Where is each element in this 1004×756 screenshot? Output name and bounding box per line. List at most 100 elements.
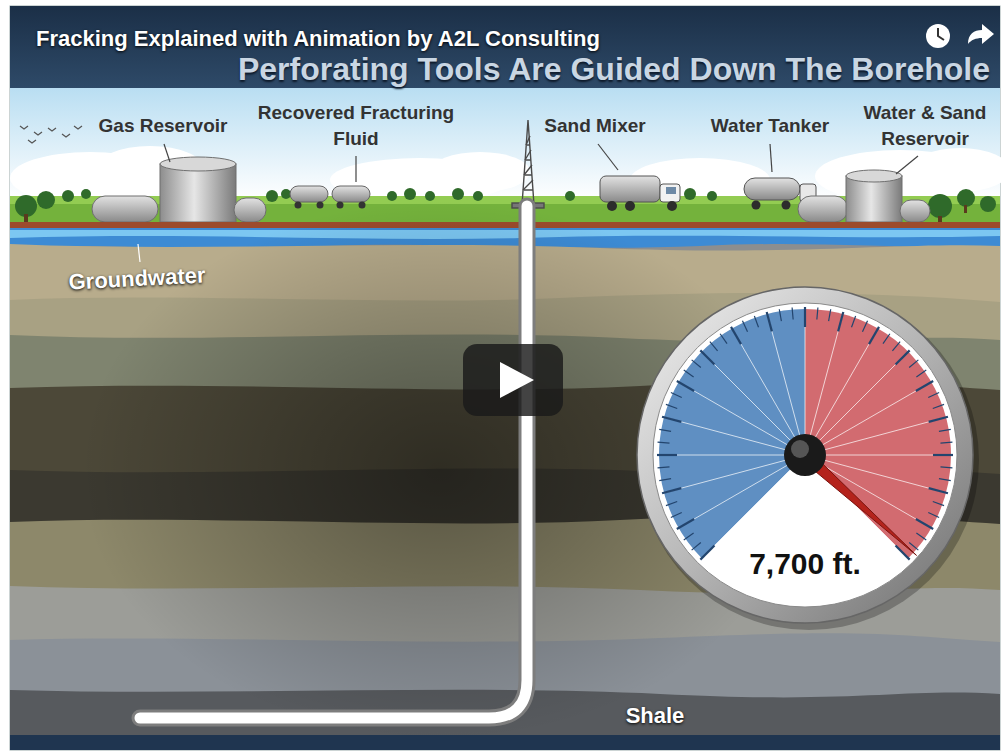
depth-gauge [637, 287, 979, 630]
gauge-tick [929, 488, 948, 493]
gauge-tick [720, 334, 727, 344]
gas-reservoir-tanks-part [234, 198, 266, 222]
leader-lines-part [138, 244, 140, 262]
gauge-spoke [805, 455, 951, 456]
gauge-tick [939, 479, 951, 481]
part-label: Water Tanker [690, 114, 850, 137]
gas-reservoir-tanks [92, 157, 266, 222]
gauge-tick [792, 308, 793, 320]
gauge-hub [784, 434, 826, 476]
gauge-tick [929, 417, 948, 422]
sand-mixer-truck-part [625, 201, 635, 211]
gauge-tick [658, 467, 670, 468]
gauge-tick [869, 327, 879, 344]
gauge-tick [742, 321, 747, 332]
fluid-trailers-part [290, 186, 328, 202]
water-sand-tanks-part [900, 200, 930, 222]
gauge-tick [916, 533, 926, 540]
gauge-tick [684, 370, 694, 377]
gauge-tick [684, 533, 694, 540]
birds-part [74, 126, 82, 129]
clouds-part [430, 152, 530, 192]
fluid-trailers-part [332, 186, 370, 202]
trees-part [266, 190, 278, 202]
gauge-spoke [805, 329, 878, 455]
trees-part [81, 189, 91, 199]
gauge-spoke [702, 352, 805, 455]
gauge-tick [692, 542, 701, 550]
fluid-trailers-part [295, 202, 302, 209]
gauge-tick [829, 309, 831, 321]
fluid-trailers [290, 186, 370, 209]
gauge-spoke [664, 455, 805, 493]
sand-mixer-truck [600, 176, 680, 211]
play-button-part [463, 344, 563, 416]
trees-part [425, 191, 435, 201]
water-tanker-truck-part [744, 178, 800, 200]
trees-part [387, 191, 397, 201]
gauge-tick [692, 360, 701, 368]
leader-lines-part [770, 144, 772, 172]
drilling-derrick [512, 120, 544, 208]
gauge-tick [710, 342, 718, 351]
water-tanker-truck-part [782, 201, 791, 210]
gauge-tick [940, 442, 952, 443]
gauge-tick [700, 546, 714, 560]
drilling-derrick-part [523, 136, 533, 190]
gauge-tick [804, 307, 806, 327]
birds-part [48, 128, 56, 131]
gauge-ticks [657, 307, 953, 560]
gauge-tick [916, 519, 933, 529]
water-sand-tanks-part [846, 170, 902, 182]
gas-reservoir-tanks-part [92, 196, 158, 222]
birds-part [62, 134, 70, 137]
clouds-part [910, 148, 1004, 192]
gauge-tick [883, 334, 890, 344]
heading-bar [10, 6, 1000, 88]
gauge-tick [916, 370, 926, 377]
gauge-spoke [805, 314, 843, 455]
sand-mixer-truck-part [660, 184, 680, 202]
gauge-tick [659, 429, 671, 431]
gauge-tick [671, 512, 682, 517]
gauge-tick [662, 417, 681, 422]
gauge-tick [933, 404, 944, 408]
drilling-derrick-part [524, 145, 533, 190]
gauge-spoke [679, 382, 805, 455]
gauge-tick [852, 316, 856, 327]
part-label: Water & Sand Reservoir [852, 100, 998, 152]
birds-part [28, 140, 36, 143]
gas-reservoir-tanks-part [160, 164, 236, 222]
part-label: Recovered Fracturing Fluid [256, 100, 456, 152]
gauge-tick [666, 404, 677, 408]
gauge-tick [671, 392, 682, 397]
water-sand-tanks [798, 170, 930, 222]
gauge-tick [658, 442, 670, 443]
play-button-part [500, 362, 534, 398]
trees-part [473, 191, 483, 201]
leader-lines [138, 144, 918, 262]
gauge-tick [666, 502, 677, 506]
bottom-bar [10, 735, 1000, 750]
gauge-spoke [702, 455, 805, 558]
part-label: Sand Mixer [535, 114, 655, 137]
layer-label: Shale [600, 703, 710, 729]
sand-mixer-truck-part [600, 176, 660, 202]
sand-mixer-truck-part [667, 201, 677, 211]
gauge-tick [939, 429, 951, 431]
gauge-tick [659, 479, 671, 481]
gauge-tick [916, 381, 933, 391]
gauge-spoke [659, 455, 805, 456]
leader-lines-part [355, 156, 356, 182]
gauge-spoke [679, 455, 805, 528]
gauge-spoke [805, 352, 908, 455]
gauge-spoke [767, 314, 805, 455]
gauge-tick [754, 316, 758, 327]
trees-part [957, 189, 975, 207]
gauge-spoke [805, 417, 946, 455]
gauge-tick [662, 488, 681, 493]
gauge-spoke [805, 382, 931, 455]
trees-part [62, 190, 74, 202]
